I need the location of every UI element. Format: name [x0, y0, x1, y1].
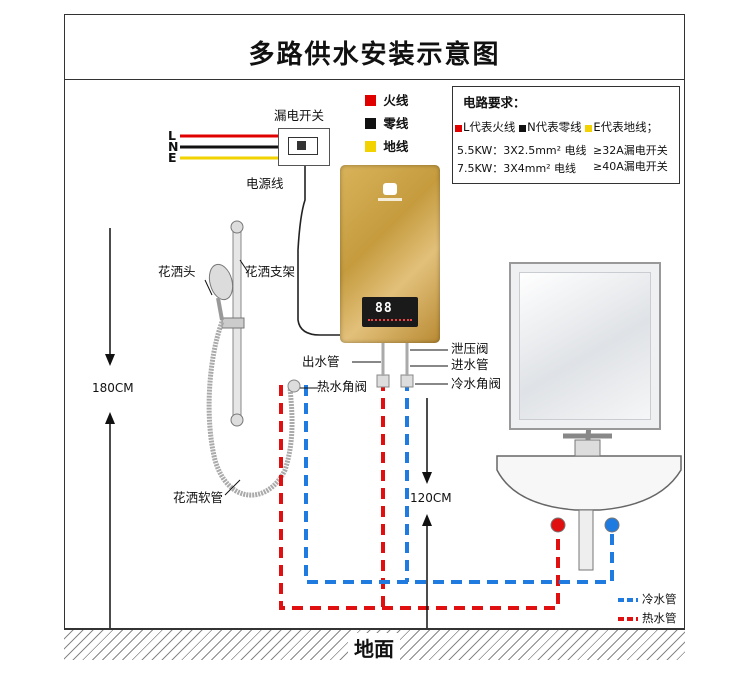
neutral-swatch [365, 118, 376, 129]
shower-head [208, 263, 234, 301]
brand-logo [383, 183, 397, 195]
display-buttons [368, 319, 412, 323]
height-120-label: 120CM [410, 491, 452, 505]
shower-hose [206, 321, 295, 498]
faucet-body [574, 439, 601, 457]
basin-cold-valve [604, 517, 620, 533]
cold-pipe-shower [304, 385, 614, 584]
shower-bracket-label: 花洒支架 [245, 264, 296, 279]
dim-120-down-arrow [422, 472, 432, 484]
dim-120-up-arrow [422, 514, 432, 526]
power-cord-label: 电源线 [246, 176, 284, 191]
leader-bracket [239, 259, 249, 273]
mirror [509, 262, 661, 430]
spec-55kw-breaker: ≥32A漏电开关 [593, 144, 668, 157]
relief-valve-label: 泄压阀 [451, 341, 489, 356]
leakage-switch-label: 漏电开关 [274, 108, 325, 123]
rail-bottom-cap [230, 413, 244, 427]
heater-display: 88 [362, 297, 418, 327]
ground-label: 地面 [348, 633, 400, 662]
spec-55kw: 5.5KW：3X2.5mm² 电线 [457, 144, 587, 157]
height-180-label: 180CM [92, 381, 134, 395]
drain-pipe [578, 509, 594, 571]
rail-slider [221, 317, 245, 329]
inlet-pipe-label: 进水管 [451, 357, 489, 372]
hot-pipe-legend-label: 热水管 [642, 611, 677, 625]
requirements-box: 电路要求： L代表火线 N代表零线 E代表地线； 5.5KW：3X2.5mm² … [452, 86, 680, 184]
spec-75kw: 7.5KW：3X4mm² 电线 [457, 162, 577, 175]
dim-180-up-arrow [105, 412, 115, 424]
shower-head-label: 花洒头 [158, 264, 196, 279]
wire-legend-neutral: 零线 [365, 117, 408, 131]
title-bar: 多路供水安装示意图 [64, 14, 685, 80]
shower-handle [216, 297, 224, 321]
water-heater: 88 [340, 165, 440, 343]
outlet-pipe-label: 出水管 [302, 354, 340, 369]
cold-angle-valve-label: 冷水角阀 [451, 376, 502, 391]
power-cord [297, 166, 340, 336]
live-swatch [365, 95, 376, 106]
hot-angle-valve [376, 374, 390, 388]
wire-legend-live: 火线 [365, 94, 408, 108]
spec-75kw-breaker: ≥40A漏电开关 [593, 160, 668, 173]
earth-swatch [365, 141, 376, 152]
leader-shower-head [204, 279, 213, 296]
cold-angle-valve [400, 374, 414, 388]
hot-angle-valve-label: 热水角阀 [317, 379, 368, 394]
cold-pipe-legend-label: 冷水管 [642, 592, 677, 606]
leakage-switch [278, 128, 330, 166]
requirements-heading: 电路要求： [463, 95, 526, 110]
basin-hot-valve [550, 517, 566, 533]
wash-basin [496, 455, 682, 511]
wire-legend-earth: 地线 [365, 140, 408, 154]
leader-hose [224, 479, 241, 496]
shower-hose-label: 花洒软管 [173, 490, 224, 505]
dim-180-down-arrow [105, 354, 115, 366]
hot-pipe-shower [279, 385, 560, 610]
shower-valve [287, 379, 301, 393]
requirements-codes: L代表火线 N代表零线 E代表地线； [455, 121, 658, 134]
wire-l-label: L [168, 128, 176, 143]
wire-n-label: N [168, 139, 179, 154]
display-digits: 88 [375, 301, 393, 316]
page-title: 多路供水安装示意图 [248, 40, 501, 70]
rail-top-cap [230, 220, 244, 234]
wire-e-label: E [168, 150, 177, 165]
